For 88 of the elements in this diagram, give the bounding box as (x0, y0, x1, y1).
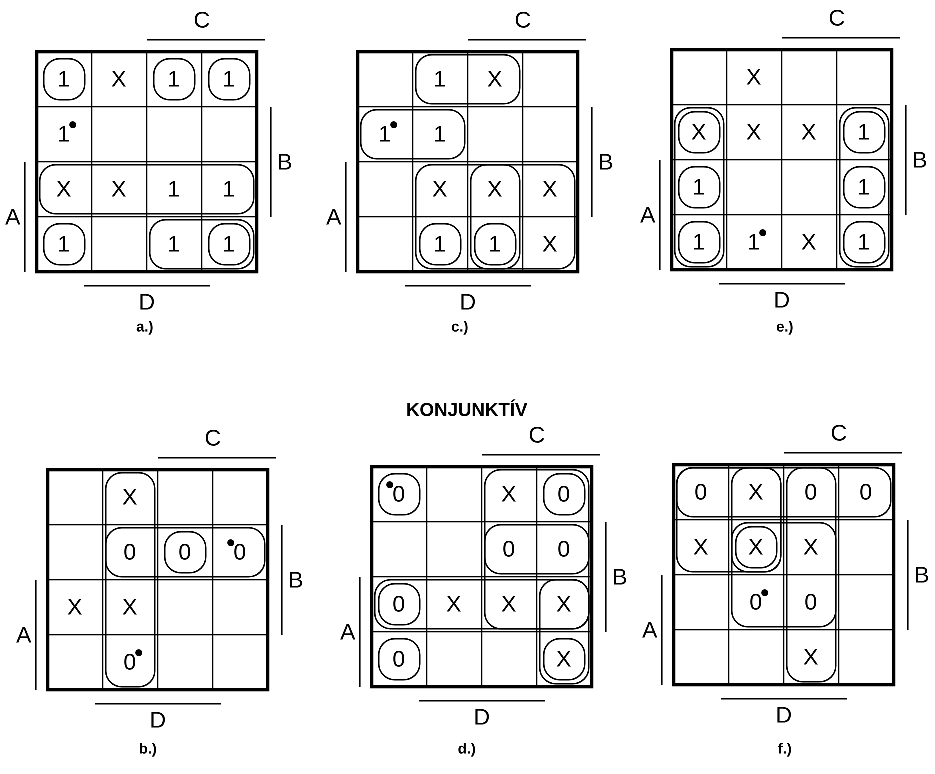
cell-value: 1 (224, 236, 234, 252)
variable-label: D (152, 712, 166, 728)
cell-value: X (112, 71, 126, 87)
variable-label: D (778, 707, 792, 723)
cell-value: 1 (224, 181, 234, 197)
cell-value: X (432, 181, 448, 197)
cell-value: 0 (806, 594, 816, 610)
variable-label: B (614, 569, 626, 585)
cell-value: 0 (394, 650, 404, 668)
variable-label: B (916, 567, 928, 583)
cell-value: 1 (59, 126, 70, 142)
cell-value: X (748, 539, 764, 555)
cell-value: 1 (435, 236, 446, 252)
cell-value: X (802, 234, 816, 250)
cell-value: X (694, 539, 708, 555)
cell-value: X (122, 599, 138, 615)
cell-value: X (68, 599, 82, 615)
cell-value: 1 (59, 236, 70, 252)
cell-value: 0 (860, 484, 872, 500)
cell-value: X (746, 69, 762, 85)
cell-value: X (542, 236, 558, 252)
cell-value: X (488, 71, 502, 87)
cell-value: 1 (169, 71, 180, 87)
variable-label: D (462, 294, 476, 310)
cell-value: 0 (696, 484, 706, 500)
map-caption: b.) (140, 743, 156, 757)
cell-value: 0 (558, 486, 570, 502)
variable-label: B (290, 572, 302, 588)
variable-label: B (914, 152, 926, 168)
variable-label: A (642, 622, 658, 638)
variable-label: B (600, 154, 612, 170)
cell-value: 1 (224, 71, 234, 87)
cell-value: X (502, 596, 516, 612)
variable-label: A (640, 207, 656, 223)
cell-value: 0 (394, 596, 404, 612)
cell-value: 0 (750, 594, 762, 610)
cell-value: 0 (394, 486, 404, 502)
cell-value: 0 (504, 540, 514, 558)
variable-label: C (830, 10, 844, 26)
heading: KONJUNKTÍV (408, 400, 528, 416)
cell-value: 1 (859, 234, 870, 250)
map-caption: a.) (136, 321, 153, 335)
cell-value: X (56, 181, 72, 197)
cell-value: X (502, 486, 516, 502)
variable-label: C (530, 426, 544, 444)
cell-value: 1 (859, 124, 870, 140)
cell-value: X (692, 124, 706, 140)
cell-value: 1 (435, 126, 446, 142)
variable-label: C (832, 424, 846, 442)
cell-value: 1 (749, 234, 760, 250)
variable-label: D (776, 292, 790, 308)
cell-value: X (112, 181, 126, 197)
cell-value: X (746, 124, 762, 140)
map-caption: e.) (777, 321, 793, 335)
cell-value: 0 (124, 544, 136, 560)
cell-value: X (556, 651, 572, 667)
cell-value: X (122, 489, 138, 505)
variable-label: D (476, 709, 490, 725)
cell-value: X (748, 484, 764, 500)
cell-value: 1 (694, 234, 704, 250)
cell-value: 0 (124, 654, 136, 670)
cell-value: X (556, 596, 572, 612)
cell-value: 0 (558, 540, 570, 558)
cell-value: X (488, 181, 502, 197)
cell-value: 1 (380, 126, 390, 142)
cell-value: 0 (234, 544, 246, 560)
variable-label: B (279, 154, 292, 170)
map-caption: d.) (458, 743, 476, 757)
cell-value: 1 (435, 71, 446, 87)
variable-label: C (206, 430, 220, 446)
cell-value: X (804, 649, 818, 665)
cell-value: 1 (59, 71, 70, 87)
cell-value: 1 (490, 236, 500, 252)
map-caption: c.) (452, 321, 468, 335)
variable-label: D (140, 294, 154, 310)
cell-value: 0 (180, 544, 190, 560)
cell-value: 0 (806, 484, 816, 500)
cell-value: X (804, 539, 818, 555)
cell-value: 1 (859, 179, 870, 195)
cell-value: 1 (169, 181, 180, 197)
variable-label: C (516, 12, 530, 28)
variable-label: C (194, 12, 210, 28)
cell-value: X (542, 181, 558, 197)
cell-value: X (446, 596, 462, 612)
cell-value: 1 (694, 179, 704, 195)
cell-value: 1 (169, 236, 180, 252)
cell-value: X (802, 124, 816, 140)
map-caption: f.) (778, 743, 792, 757)
